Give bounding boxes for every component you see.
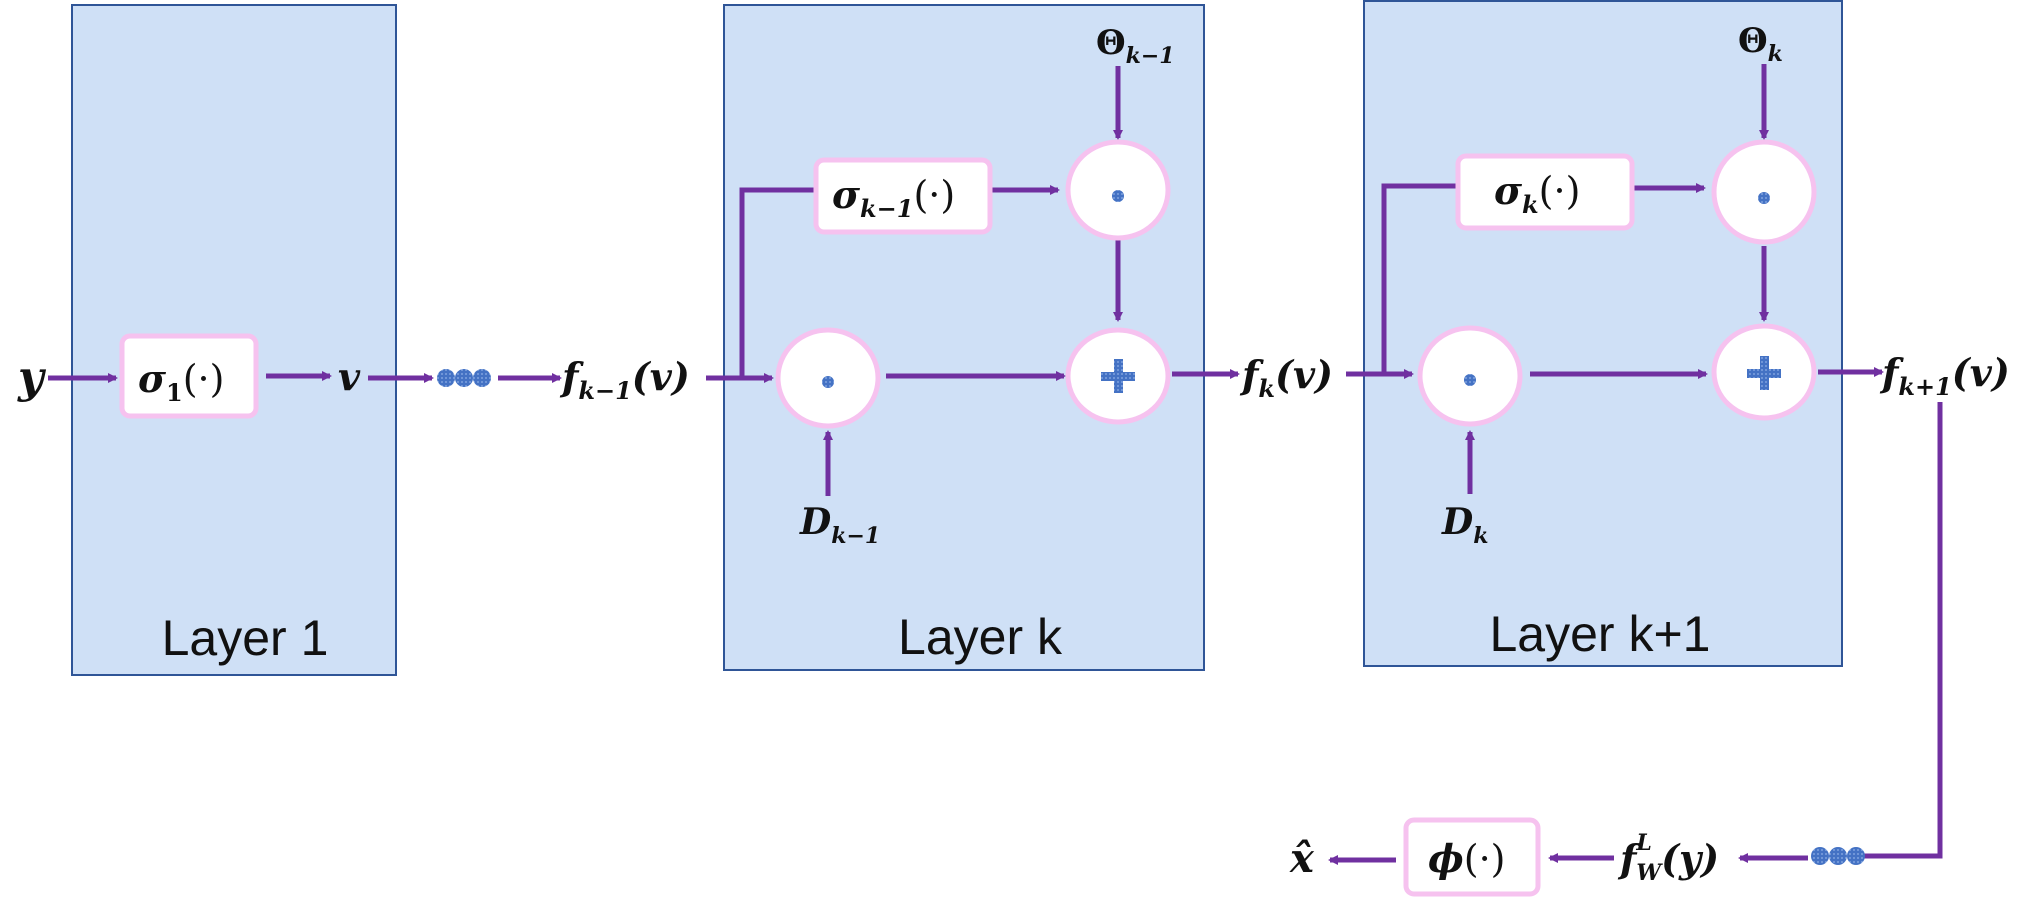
theta-k-label: Θk [1738,21,1783,67]
arrow-fkp1-down-to-dots [1848,402,1943,861]
plus-icon [1101,359,1135,393]
hadamard-dot-icon [1112,190,1124,202]
phi-node: ϕ(·) [1403,817,1541,897]
branch-fk-to-sigma [1381,183,1456,374]
plus-node-kp1 [1711,323,1817,421]
xhat-label: x̂ [1289,835,1315,882]
plus-node-k [1065,327,1171,425]
sigma-km1-node: σk−1(·) [813,157,993,235]
f-k-label: fk(v) [1239,352,1333,403]
hadamard-dot-icon [822,376,834,388]
svg-text:σ1(·): σ1(·) [138,356,224,407]
sigma1-node: σ1(·) [119,333,259,419]
mult-node-kp1-bottom [1417,325,1523,427]
f-kp1-label: fk+1(v) [1879,350,2010,401]
svg-text:σk−1(·): σk−1(·) [832,172,955,223]
v-label: v [338,354,361,399]
ellipsis-dots-icon [437,369,491,387]
hadamard-dot-icon [1464,374,1476,386]
connections [48,64,1943,865]
mult-node-k-bottom [775,327,881,429]
theta-km1-label: Θk−1 [1096,23,1175,69]
d-k-label: Dk [1441,501,1488,549]
input-y-label: y [17,352,47,403]
ellipsis-dots-icon [1811,847,1865,865]
svg-text:ϕ(·): ϕ(·) [1428,836,1506,881]
svg-text:σk(·): σk(·) [1494,168,1580,219]
layer-1-label: Layer 1 [162,610,329,666]
layer-k-label: Layer k [898,609,1063,665]
sigma-k-node: σk(·) [1455,153,1635,231]
hadamard-dot-icon [1758,192,1770,204]
branch-fkm1-to-sigma [739,187,814,378]
d-km1-label: Dk−1 [799,501,880,549]
plus-icon [1747,356,1781,390]
f-km1-label: fk−1(v) [559,354,690,405]
mult-node-k-top [1065,139,1171,241]
layer-kp1-label: Layer k+1 [1490,606,1711,662]
mult-node-kp1-top [1711,139,1817,245]
